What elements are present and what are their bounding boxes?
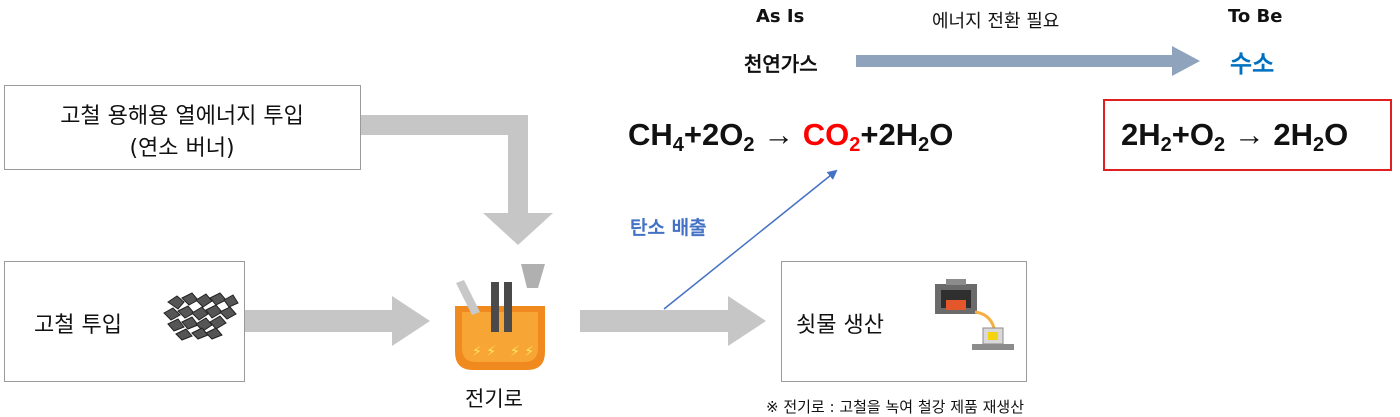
tb-prod-2h-sub: 2 [1313, 134, 1325, 156]
natural-gas-label: 천연가스 [744, 52, 818, 76]
carbon-emission-arrow [663, 169, 838, 310]
furnace-label: 전기로 [465, 387, 523, 411]
to-be-label: To Be [1228, 6, 1283, 27]
melting-energy-line2: (연소 버너) [129, 136, 235, 161]
svg-text:⚡ ⚡: ⚡ ⚡ [472, 344, 496, 360]
tb-2h-sub: 2 [1160, 134, 1172, 156]
furnace-to-output-arrow [580, 296, 766, 346]
molten-output-label: 쇳물 생산 [796, 313, 884, 338]
eq-ch-sub: 4 [672, 134, 684, 156]
tb-o-sub: 2 [1213, 134, 1226, 156]
eq-co: CO [802, 117, 850, 152]
eq-o2-sub: 2 [743, 134, 755, 156]
tb-o: +O [1171, 117, 1214, 152]
electric-furnace-icon: ⚡ ⚡ ⚡ ⚡ [455, 264, 545, 370]
eq-2h-sub: 2 [918, 134, 930, 156]
tb-prod-2h: 2H [1273, 117, 1313, 152]
scrap-pile-icon [163, 292, 239, 341]
eq-ch: CH [628, 117, 673, 152]
eq-co2: CO2 [802, 117, 861, 155]
as-is-equation: CH4+2O2 → CO2+2H2O [628, 117, 954, 156]
melting-energy-box: 고철 용해용 열에너지 투입 (연소 버너) [4, 85, 361, 170]
tb-prod-o: O [1324, 117, 1349, 152]
eq-arrow: → [763, 117, 795, 152]
to-be-equation: 2H2+O2 → 2H2O [1121, 117, 1349, 156]
footnote: ※ 전기로 : 고철을 녹여 철강 제품 재생산 [766, 398, 1024, 416]
energy-transition-label: 에너지 전환 필요 [932, 11, 1060, 32]
carbon-emission-label: 탄소 배출 [630, 217, 707, 239]
eq-2h: +2H [860, 117, 919, 152]
energy-transition-arrow [856, 46, 1200, 76]
eq-o: O [929, 117, 954, 152]
as-is-label: As Is [756, 6, 805, 27]
melting-energy-line1: 고철 용해용 열에너지 투입 [60, 104, 304, 129]
scrap-to-furnace-arrow [244, 296, 430, 346]
tb-arrow: → [1233, 117, 1265, 152]
tb-2h: 2H [1121, 117, 1161, 152]
eq-co-sub: 2 [849, 134, 861, 156]
scrap-input-label: 고철 투입 [34, 313, 122, 338]
hydrogen-label: 수소 [1230, 50, 1275, 78]
ladle-pour-icon [935, 279, 1014, 350]
molten-output-box: 쇳물 생산 [781, 261, 1027, 382]
scrap-input-box: 고철 투입 [4, 261, 245, 382]
eq-o2: +2O [683, 117, 744, 152]
burner-to-furnace-arrow [361, 115, 553, 245]
svg-text:⚡ ⚡: ⚡ ⚡ [510, 344, 534, 360]
to-be-equation-box: 2H2+O2 → 2H2O [1103, 99, 1392, 171]
